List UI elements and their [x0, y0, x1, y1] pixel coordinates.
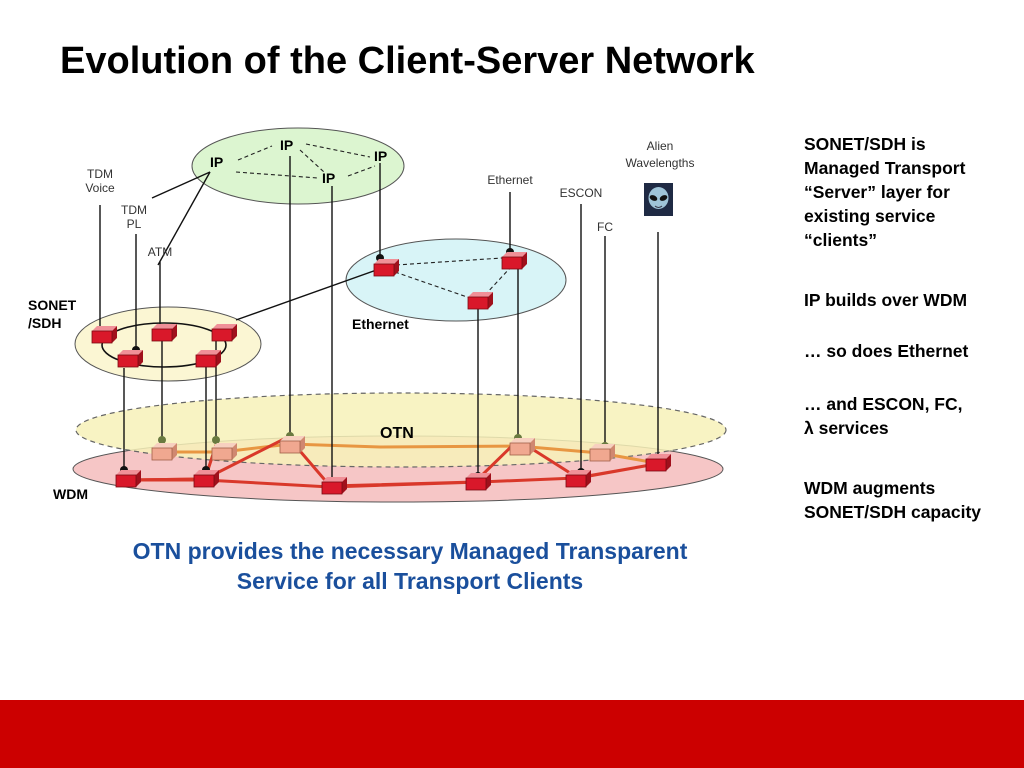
sonet-node [151, 323, 178, 342]
otn-node [589, 443, 616, 462]
sonet-node [117, 349, 144, 368]
note-escon-fc: … and ESCON, FC, λ services [804, 394, 963, 438]
sonet-node [211, 323, 238, 342]
sonet-sdh-label: SONET/SDH [28, 297, 77, 331]
otn-label: OTN [380, 425, 414, 442]
wdm-node [193, 469, 220, 488]
diagram-caption: OTN provides the necessary Managed Trans… [132, 538, 688, 594]
ip-mesh [235, 143, 376, 179]
wdm-node [115, 469, 142, 488]
ethernet-ring [345, 238, 567, 322]
wdm-node [321, 476, 348, 495]
note-ethernet: … so does Ethernet [804, 341, 969, 361]
note-wdm: WDM augments SONET/SDH capacity [804, 478, 981, 522]
alien-icon [644, 183, 673, 216]
escon-label: ESCON [560, 186, 603, 200]
otn-node [151, 442, 178, 461]
sonet-inner-ring [101, 322, 227, 368]
slide-title: Evolution of the Client-Server Network [60, 40, 755, 82]
otn-node [509, 437, 536, 456]
wdm-label: WDM [53, 486, 88, 502]
note-sonet-sdh: SONET/SDH is Managed Transport “Server” … [804, 134, 966, 250]
ethernet-mesh [394, 257, 511, 299]
sonet-node [195, 349, 222, 368]
wdm-node [645, 453, 672, 472]
wdm-node [465, 472, 492, 491]
ethernet-client-label: Ethernet [487, 173, 533, 187]
ip-node-label: IP [280, 137, 293, 153]
ethernet-ring-label: Ethernet [352, 316, 409, 332]
sonet-node [91, 325, 118, 344]
ip-node-label: IP [374, 148, 387, 164]
fc-label: FC [597, 220, 613, 234]
footer-bar [0, 700, 1024, 768]
ip-node-label: IP [210, 154, 223, 170]
ethernet-node [467, 291, 494, 310]
wdm-node [565, 469, 592, 488]
ip-ring [191, 127, 405, 205]
ethernet-node [373, 258, 400, 277]
ethernet-node [501, 251, 528, 270]
connector-lines [99, 156, 659, 482]
sonet-ring [74, 306, 262, 382]
atm-label: ATM [148, 245, 172, 259]
ip-node-label: IP [322, 170, 335, 186]
otn-node [279, 435, 306, 454]
otn-node [211, 442, 238, 461]
network-diagram: IP IP IP IP [28, 127, 727, 503]
note-ip: IP builds over WDM [804, 290, 968, 310]
